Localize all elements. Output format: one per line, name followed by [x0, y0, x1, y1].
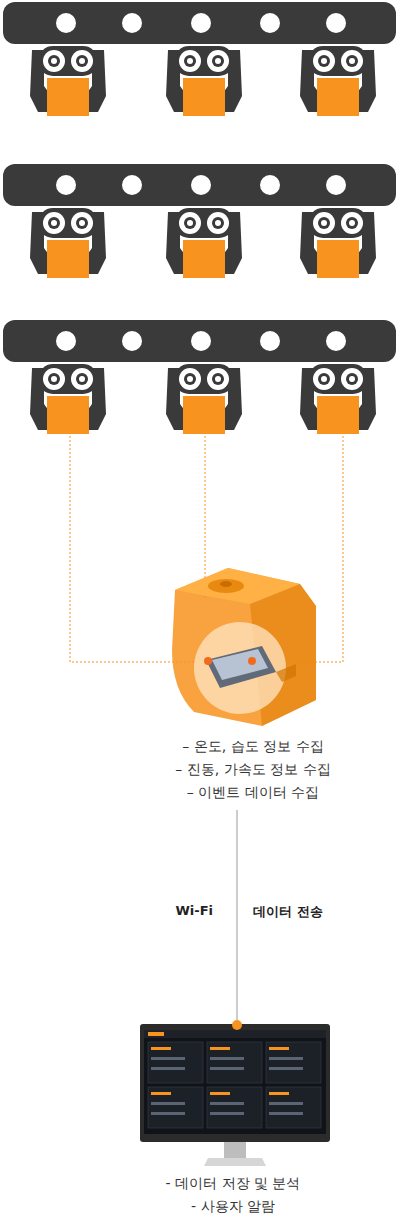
screen-panel — [266, 1087, 321, 1128]
robot-gripper — [300, 208, 376, 278]
info-text: - 데이터 저장 및 분석 — [162, 1172, 305, 1195]
screen-panel — [207, 1042, 262, 1083]
info-text: – 진동, 가속도 정보 수집 — [171, 758, 335, 781]
conveyor-rail — [3, 320, 396, 362]
robot-gripper — [166, 364, 242, 434]
screen-line — [210, 1102, 244, 1105]
info-text: - 사용자 알람 — [162, 1195, 305, 1218]
screen-line — [151, 1067, 185, 1070]
conveyor-rail — [3, 164, 396, 206]
screen-line — [269, 1092, 289, 1095]
robot-gripper — [30, 46, 106, 116]
screen-line — [151, 1047, 171, 1050]
screen-line — [269, 1102, 303, 1105]
screen-line — [269, 1057, 303, 1060]
sensor-device — [172, 568, 316, 726]
info-text: – 온도, 습도 정보 수집 — [171, 735, 335, 758]
conveyor-rail — [3, 2, 396, 44]
screen-line — [210, 1057, 244, 1060]
robot-gripper — [30, 208, 106, 278]
screen-line — [210, 1047, 230, 1050]
robot-gripper — [300, 46, 376, 116]
screen-line — [210, 1112, 244, 1115]
screen-line — [210, 1067, 244, 1070]
screen-line — [151, 1057, 185, 1060]
screen-line — [269, 1112, 303, 1115]
monitor-info: - 데이터 저장 및 분석- 사용자 알람 — [162, 1172, 305, 1218]
screen-line — [151, 1112, 185, 1115]
screen-line — [269, 1067, 303, 1070]
sensor-info: – 온도, 습도 정보 수집– 진동, 가속도 정보 수집– 이벤트 데이터 수… — [171, 735, 335, 804]
screen-panel — [266, 1042, 321, 1083]
screen-line — [151, 1092, 171, 1095]
edge-label: Wi-Fi — [173, 903, 215, 918]
robot-gripper — [166, 208, 242, 278]
screen-line — [151, 1102, 185, 1105]
screen-panel — [148, 1087, 203, 1128]
robot-gripper — [30, 364, 106, 434]
connector-line — [237, 810, 238, 1020]
info-text: – 이벤트 데이터 수집 — [171, 781, 335, 804]
screen-panel — [148, 1042, 203, 1083]
robot-gripper — [166, 46, 242, 116]
monitor — [140, 1020, 330, 1166]
screen-panel — [207, 1087, 262, 1128]
transfer-label: 데이터 전송 — [251, 903, 325, 921]
screen-line — [269, 1047, 289, 1050]
screen-line — [210, 1092, 230, 1095]
robot-gripper — [300, 364, 376, 434]
